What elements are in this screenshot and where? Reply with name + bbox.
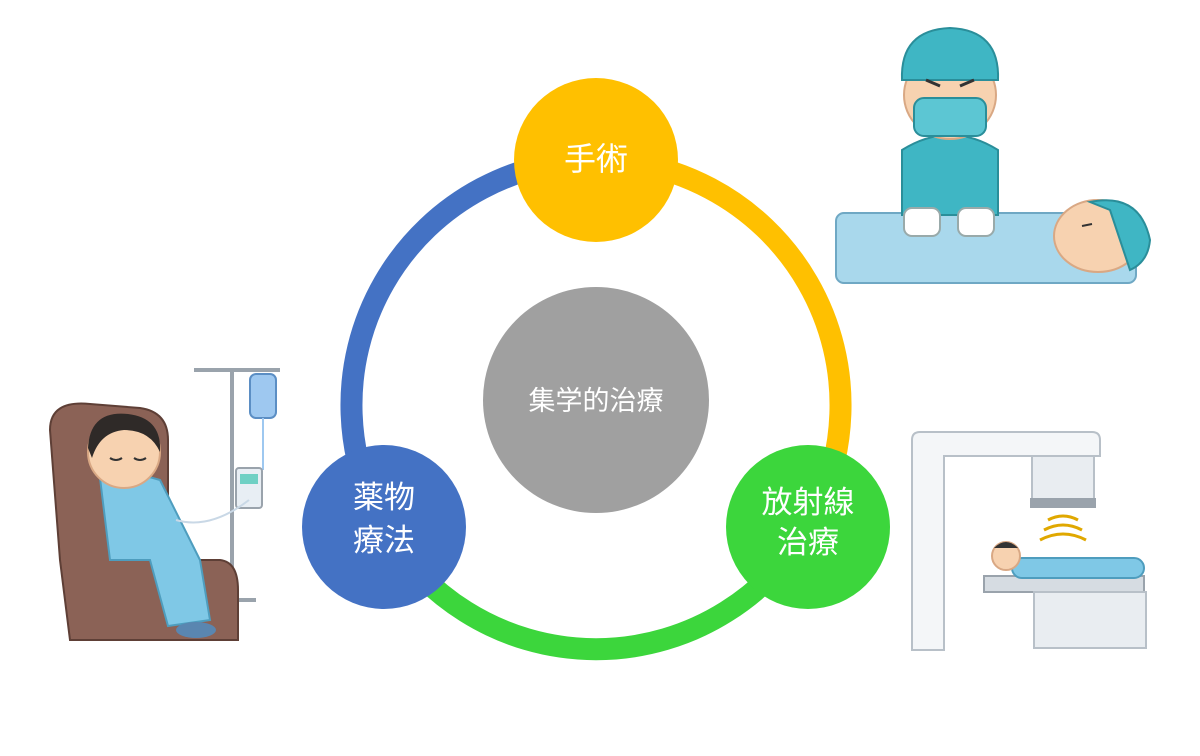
center-node: 集学的治療 bbox=[483, 287, 709, 513]
radiation-label-line1: 放射線 bbox=[762, 485, 855, 521]
node-surgery: 手術 bbox=[514, 78, 678, 242]
drug-label-line2: 療法 bbox=[353, 523, 415, 559]
node-drug-therapy: 薬物 療法 bbox=[302, 445, 466, 609]
radiation-circle bbox=[726, 445, 890, 609]
center-label: 集学的治療 bbox=[529, 386, 664, 417]
surgery-label: 手術 bbox=[564, 140, 628, 178]
node-radiation: 放射線 治療 bbox=[726, 445, 890, 609]
surgery-circle bbox=[514, 78, 678, 242]
surgeon-with-patient-illustration bbox=[835, 26, 1152, 284]
radiation-label-line2: 治療 bbox=[777, 525, 839, 561]
drug-therapy-circle bbox=[302, 445, 466, 609]
patient-with-iv-drip-illustration bbox=[48, 368, 280, 641]
radiation-therapy-machine-illustration bbox=[911, 431, 1147, 651]
center-circle bbox=[483, 287, 709, 513]
drug-label-line1: 薬物 bbox=[353, 480, 415, 516]
